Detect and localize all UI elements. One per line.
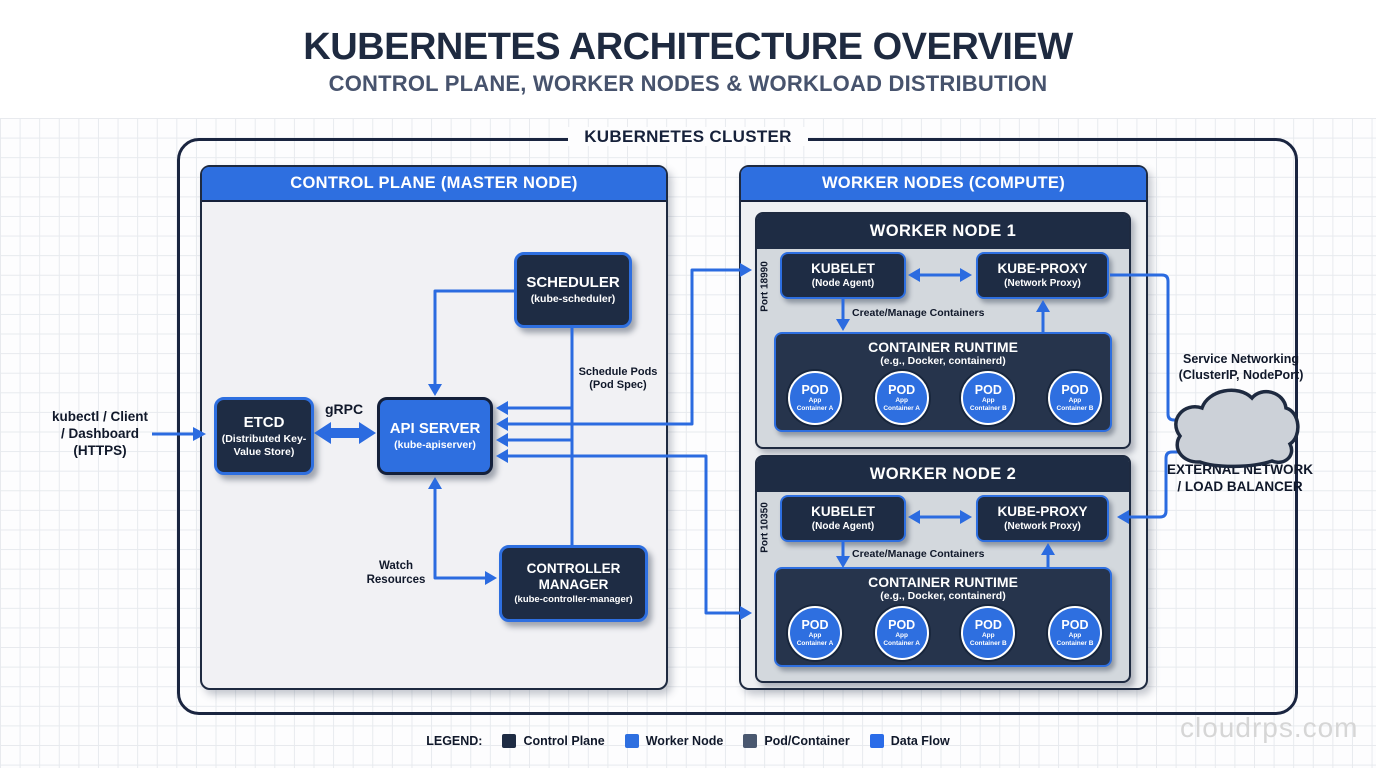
legend-swatch-control-plane	[502, 734, 517, 748]
pod: POD App Container B	[1047, 371, 1102, 425]
kube-proxy-box-node1: KUBE-PROXY (Network Proxy)	[976, 252, 1109, 299]
scheduler-sub: (kube-scheduler)	[530, 293, 616, 306]
kube-proxy-box-node2: KUBE-PROXY (Network Proxy)	[976, 495, 1109, 542]
legend-item-data-flow: Data Flow	[869, 734, 950, 748]
pod: POD App Container B	[961, 606, 1016, 660]
pods-row-node2: POD App Container A POD App Container A …	[788, 606, 1102, 660]
legend-swatch-data-flow	[869, 734, 884, 748]
create-containers-label-node2: Create/Manage Containers	[852, 548, 985, 560]
pod: POD App Container A	[788, 606, 842, 660]
watermark: cloudrps.com	[1180, 712, 1359, 743]
legend-item-control-plane: Control Plane	[502, 734, 605, 748]
create-containers-label-node1: Create/Manage Containers	[852, 307, 985, 319]
pod: POD App Container A	[874, 371, 929, 425]
grpc-label: gRPC	[324, 401, 364, 417]
etcd-name: ETCD	[243, 413, 285, 431]
cluster-label: KUBERNETES CLUSTER	[0, 127, 1376, 147]
pod: POD App Container B	[961, 371, 1016, 425]
service-networking-label: Service Networking (ClusterIP, NodePort)	[1178, 352, 1304, 382]
external-network-label: EXTERNAL NETWORK / LOAD BALANCER	[1166, 462, 1313, 494]
legend-title: LEGEND:	[426, 734, 483, 748]
worker-nodes-header: WORKER NODES (COMPUTE)	[741, 167, 1146, 202]
worker-node-1-header: WORKER NODE 1	[757, 214, 1129, 249]
legend-swatch-pod-container	[743, 734, 758, 748]
api-server-name: API SERVER	[389, 420, 481, 438]
api-server-box: API SERVER (kube-apiserver)	[377, 397, 493, 475]
legend-item-pod-container: Pod/Container	[743, 734, 850, 748]
worker-node-1-port-label: Port 18990	[759, 261, 771, 312]
controller-manager-sub: (kube-controller-manager)	[514, 594, 633, 606]
pod: POD App Container A	[788, 371, 842, 425]
scheduler-box: SCHEDULER (kube-scheduler)	[514, 252, 632, 328]
client-access-label: kubectl / Client / Dashboard (HTTPS)	[51, 409, 149, 458]
legend: LEGEND: Control Plane Worker Node Pod/Co…	[0, 734, 1376, 748]
worker-node-2-header: WORKER NODE 2	[757, 457, 1129, 492]
control-plane-header: CONTROL PLANE (MASTER NODE)	[202, 167, 666, 202]
page-title: KUBERNETES ARCHITECTURE OVERVIEW	[303, 26, 1073, 68]
scheduler-name: SCHEDULER	[526, 274, 620, 292]
legend-item-worker-node: Worker Node	[624, 734, 723, 748]
legend-swatch-worker-node	[624, 734, 639, 748]
container-runtime-box-node2: CONTAINER RUNTIME (e.g., Docker, contain…	[774, 567, 1112, 667]
pod: POD App Container B	[1047, 606, 1102, 660]
watch-resources-label: Watch Resources	[366, 560, 426, 587]
container-runtime-box-node1: CONTAINER RUNTIME (e.g., Docker, contain…	[774, 332, 1112, 432]
schedule-pods-label: Schedule Pods (Pod Spec)	[578, 366, 658, 392]
pods-row-node1: POD App Container A POD App Container A …	[788, 371, 1102, 425]
worker-node-2-port-label: Port 10350	[759, 502, 771, 553]
controller-manager-box: CONTROLLER MANAGER (kube-controller-mana…	[499, 545, 648, 622]
etcd-sub: (Distributed Key-Value Store)	[221, 433, 307, 458]
pod: POD App Container A	[874, 606, 929, 660]
api-server-sub: (kube-apiserver)	[394, 439, 476, 452]
controller-manager-name: CONTROLLER MANAGER	[526, 561, 621, 592]
kubelet-box-node1: KUBELET (Node Agent)	[780, 252, 906, 299]
page-subtitle: CONTROL PLANE, WORKER NODES & WORKLOAD D…	[328, 71, 1048, 96]
kubelet-box-node2: KUBELET (Node Agent)	[780, 495, 906, 542]
etcd-box: ETCD (Distributed Key-Value Store)	[214, 397, 314, 475]
